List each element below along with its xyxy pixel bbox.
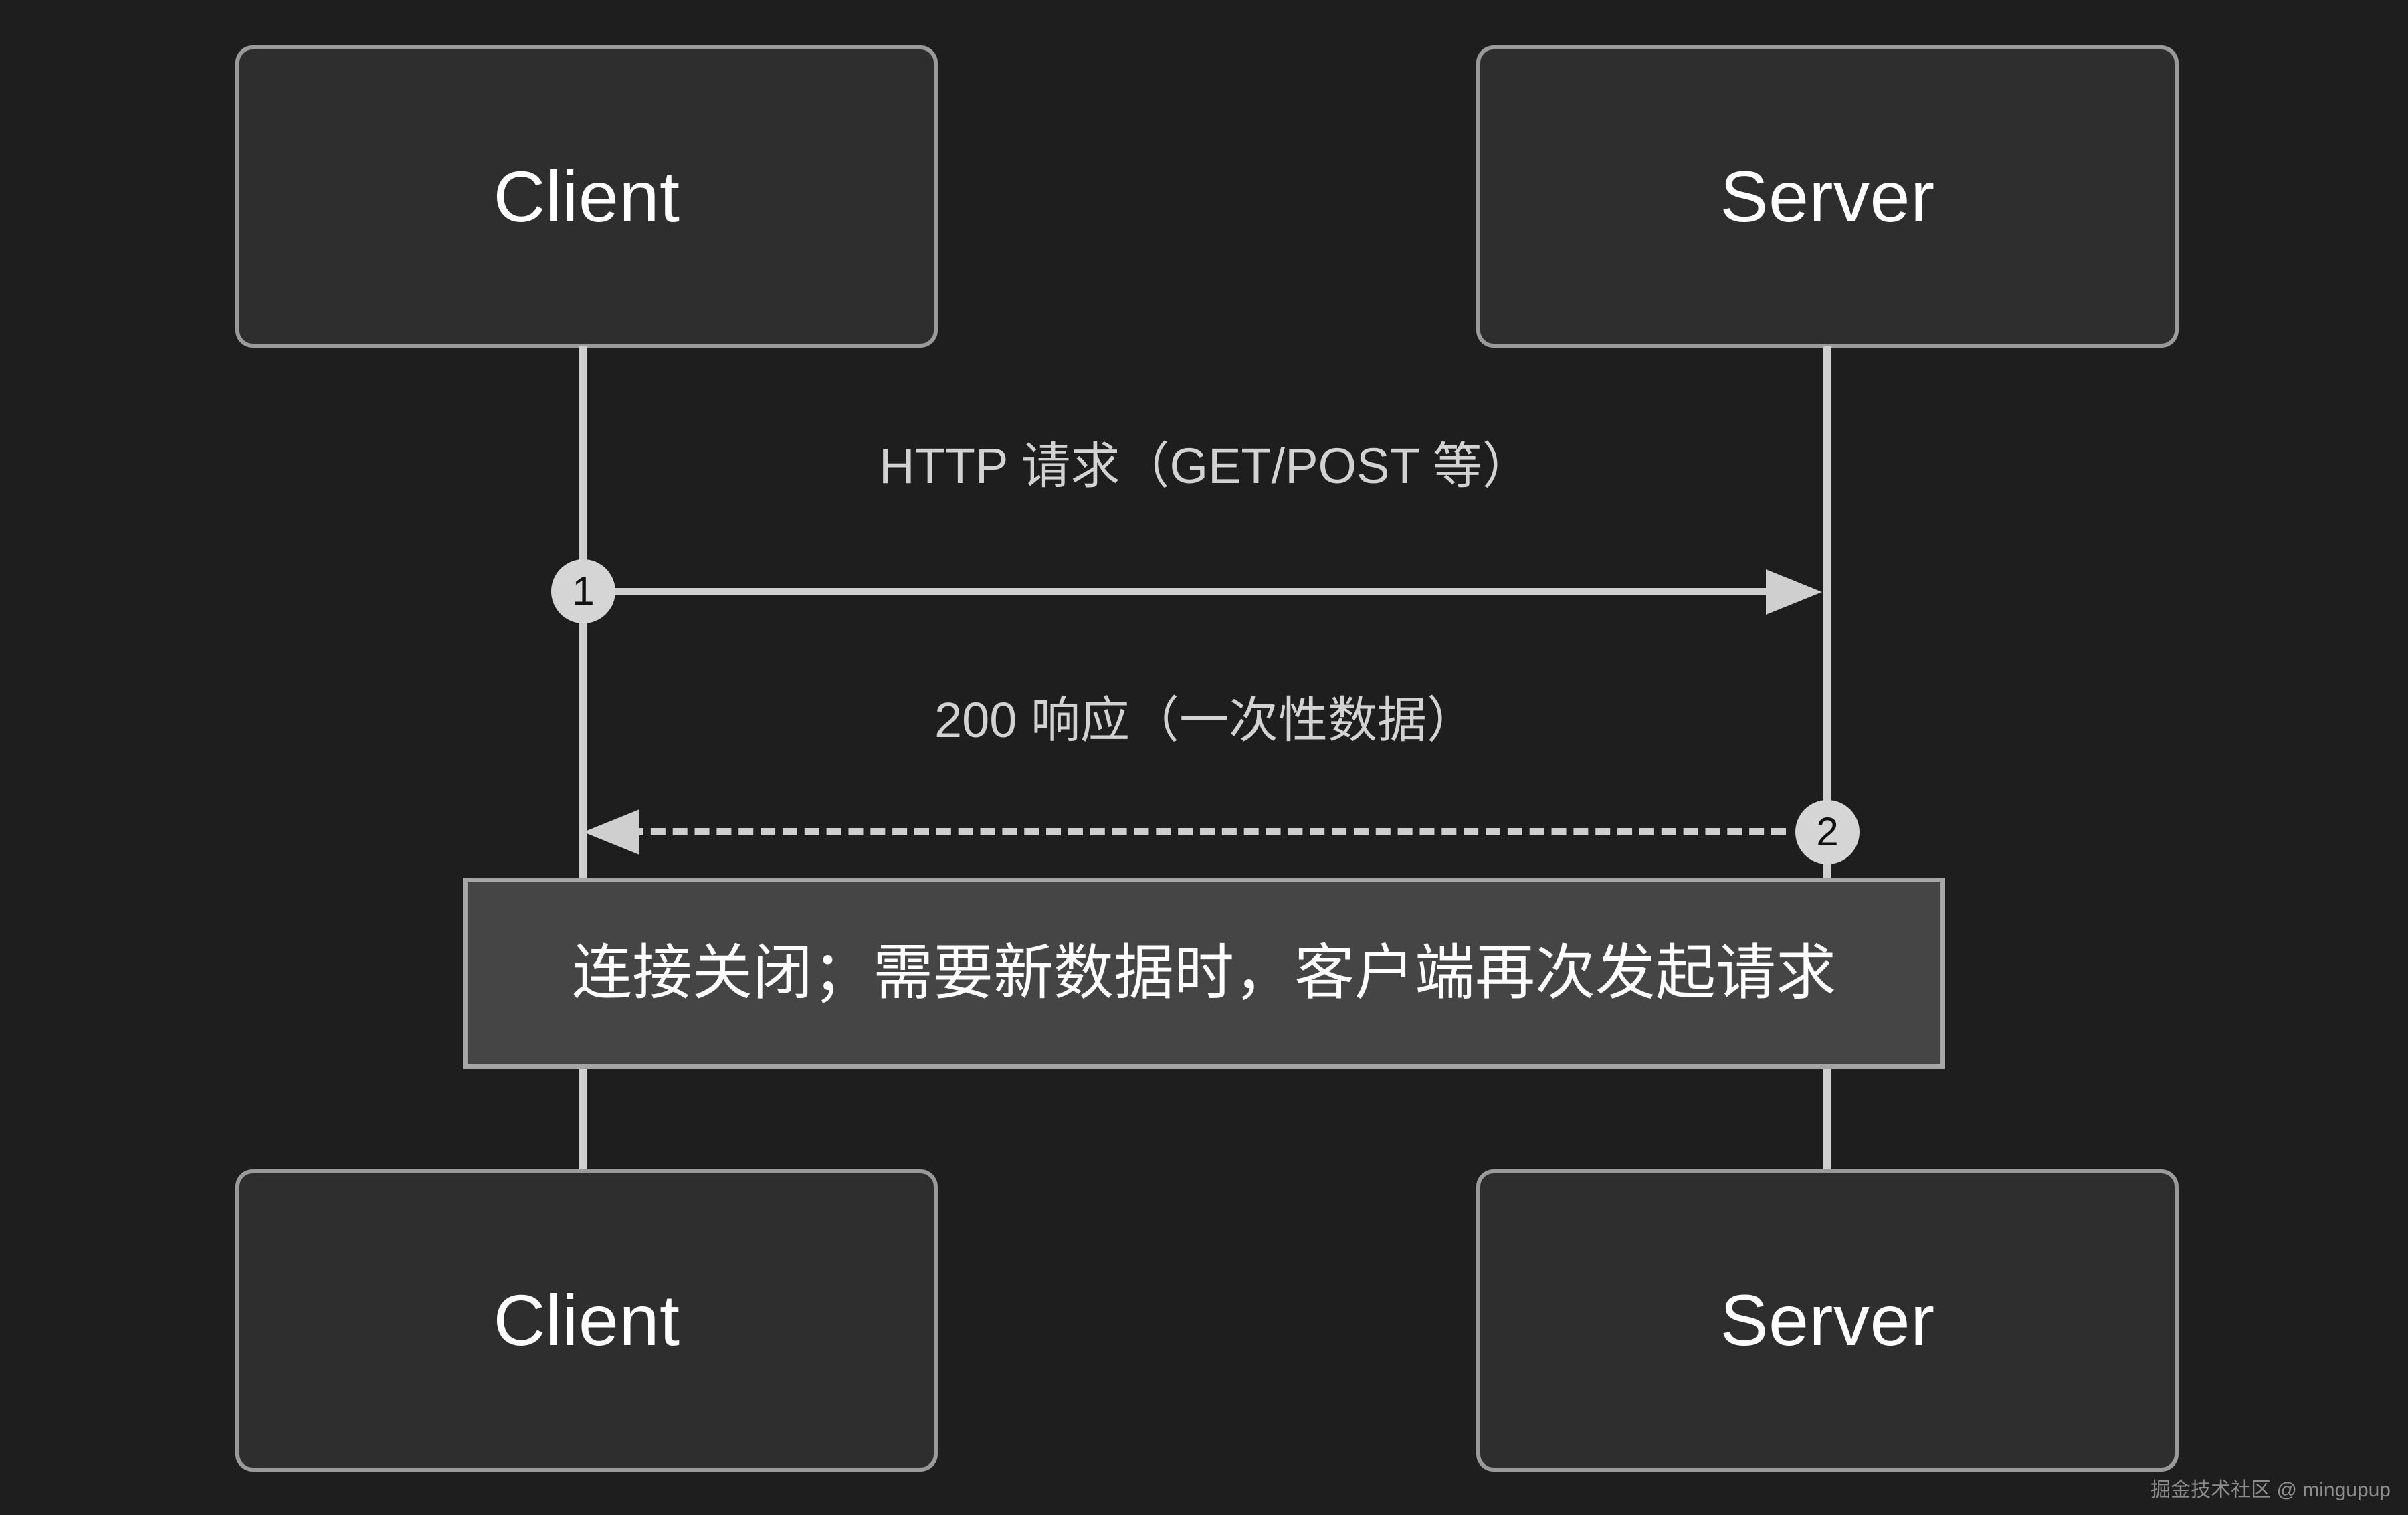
note-box xyxy=(463,878,1945,1069)
sequence-badge-2: 2 xyxy=(1795,800,1860,864)
watermark: 掘金技术社区 @ mingupup xyxy=(2150,1479,2391,1501)
participant-footer-client[interactable]: Client xyxy=(235,1169,938,1472)
arrowhead-left-icon xyxy=(583,809,639,855)
participant-header-server[interactable]: Server xyxy=(1476,45,2179,348)
participant-footer-server-label: Server xyxy=(1720,1280,1935,1360)
participant-footer-client-label: Client xyxy=(493,1280,680,1360)
sequence-badge-1: 1 xyxy=(551,559,615,623)
participant-footer-server[interactable]: Server xyxy=(1476,1169,2179,1472)
message-arrow-response xyxy=(629,828,1786,835)
participant-header-client[interactable]: Client xyxy=(235,45,938,348)
participant-header-client-label: Client xyxy=(493,156,680,237)
message-arrow-request xyxy=(583,588,1781,595)
arrowhead-right-icon xyxy=(1766,569,1822,615)
note-text: 连接关闭；需要新数据时，客户端再次发起请求 xyxy=(572,940,1836,1007)
participant-header-server-label: Server xyxy=(1720,156,1935,237)
message-label-request: HTTP 请求（GET/POST 等） xyxy=(879,438,1532,494)
message-label-response: 200 响应（一次性数据） xyxy=(934,692,1477,748)
